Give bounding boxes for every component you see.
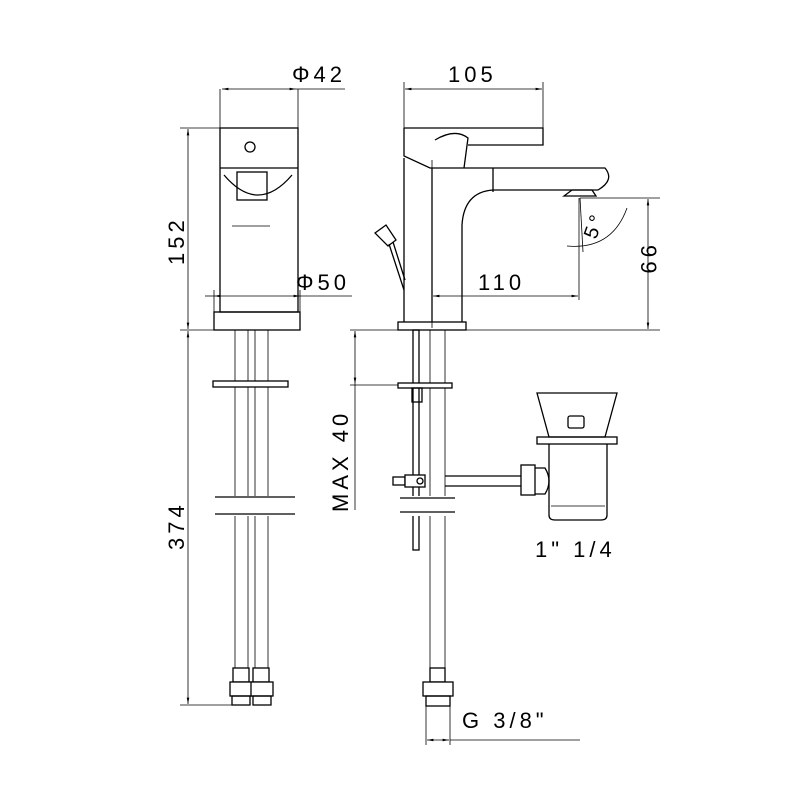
front-view: Φ42 Φ50 152 374 (164, 62, 352, 706)
dim-body-height: 152 (164, 216, 189, 265)
fixing-bracket (212, 380, 289, 388)
pop-up-knob (374, 224, 397, 247)
dim-base-diameter: Φ50 (296, 270, 350, 295)
hose-nut (422, 681, 454, 697)
dim-top-diameter: Φ42 (292, 62, 346, 87)
spout-front (223, 174, 293, 196)
dim-spout-height: 99 (636, 245, 661, 277)
side-view: 105 110 99 5° (328, 62, 661, 745)
dim-max-deck-thickness: MAX 40 (328, 410, 353, 512)
lever-pin (244, 141, 256, 153)
aerator (562, 189, 598, 197)
lever-handle (404, 127, 544, 146)
dim-lever-length: 105 (448, 62, 497, 87)
dim-spout-reach: 110 (478, 270, 525, 295)
fixing-nut-plate (397, 382, 453, 389)
pop-up-rod (412, 329, 420, 551)
hose-thread-label: G 3/8" (462, 708, 548, 733)
base-plate-front (213, 311, 301, 331)
dim-spout-angle: 5° (580, 209, 610, 242)
dim-hose-length: 374 (164, 501, 189, 550)
spout-side (461, 167, 610, 322)
faucet-body-front (219, 127, 299, 313)
drain-size-label: 1" 1/4 (535, 537, 616, 562)
pop-up-waste (520, 392, 618, 521)
